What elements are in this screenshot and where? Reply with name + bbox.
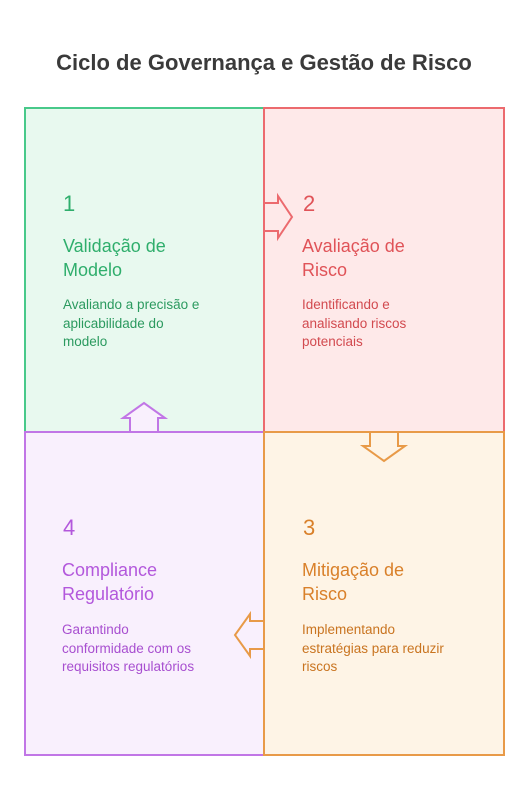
step-1-box (24, 107, 265, 433)
step-3-number: 3 (303, 515, 316, 540)
arrow-up-icon (119, 401, 169, 433)
arrow-down-icon (359, 431, 409, 463)
arrow-right-icon (263, 192, 294, 242)
step-4-box (24, 431, 265, 756)
diagram-title: Ciclo de Governança e Gestão de Risco (56, 50, 472, 75)
step-2-number: 2 (303, 191, 316, 216)
step-3-box (263, 431, 505, 756)
arrow-left-icon (233, 610, 265, 660)
step-4-number: 4 (63, 515, 76, 540)
step-1-number: 1 (63, 191, 76, 216)
